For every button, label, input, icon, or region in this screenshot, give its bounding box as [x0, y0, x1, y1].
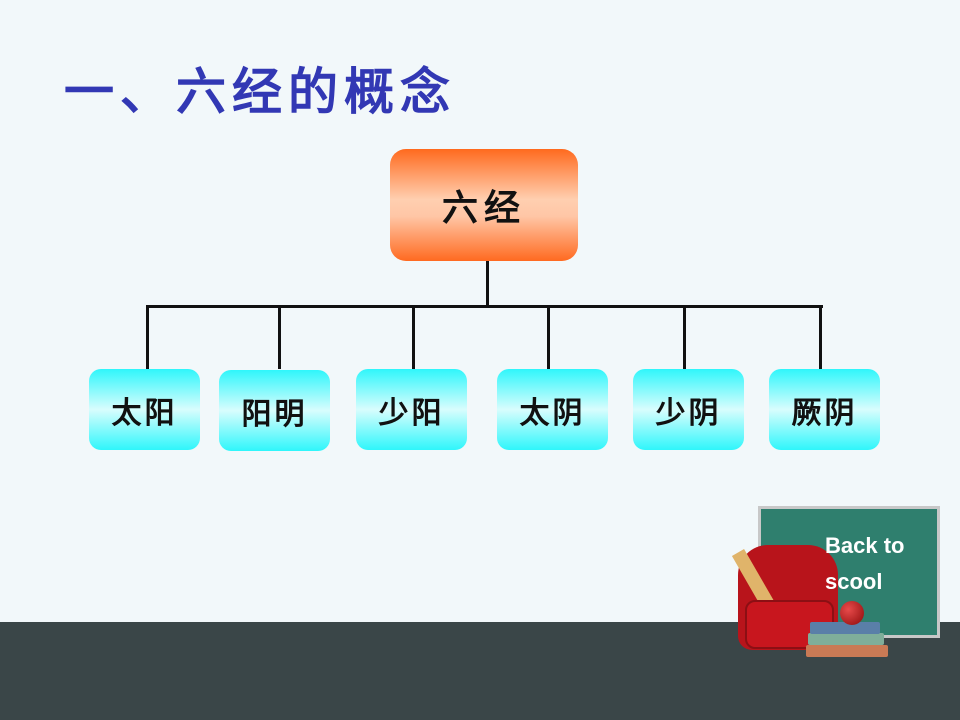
slide-title: 一、六经的概念: [64, 63, 456, 121]
book-image: [810, 622, 880, 634]
root-node: 六经: [390, 149, 578, 261]
child-node-yangming: 阳明: [219, 370, 330, 451]
book-image: [806, 645, 888, 657]
child-node-shaoyang: 少阳: [356, 369, 467, 450]
connector-child-2: [278, 305, 281, 369]
child-node-shaoyin: 少阴: [633, 369, 744, 450]
chalkboard-text: Back to scool: [825, 528, 904, 600]
apple-image: [840, 601, 864, 625]
connector-child-4: [547, 305, 550, 369]
connector-child-3: [412, 305, 415, 369]
chalkboard-line-2: scool: [825, 569, 883, 594]
child-node-taiyang: 太阳: [89, 369, 200, 450]
connector-horizontal: [146, 305, 823, 308]
book-image: [808, 633, 884, 645]
connector-child-6: [819, 305, 822, 369]
child-node-jueyin: 厥阴: [769, 369, 880, 450]
connector-child-1: [146, 305, 149, 369]
connector-child-5: [683, 305, 686, 369]
chalkboard-line-1: Back to: [825, 533, 905, 558]
child-node-taiyin: 太阴: [497, 369, 608, 450]
connector-root: [486, 261, 489, 307]
